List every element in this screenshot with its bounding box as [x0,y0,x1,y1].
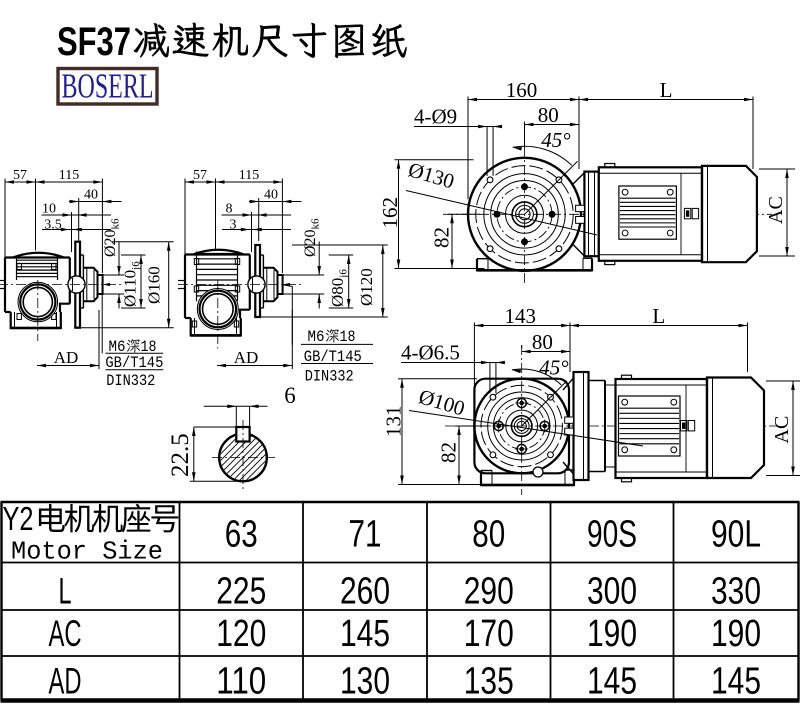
svg-text:4-Ø9: 4-Ø9 [414,105,457,129]
svg-text:AC: AC [771,416,793,444]
svg-text:190: 190 [587,613,637,655]
svg-text:AC: AC [49,613,82,654]
svg-text:145: 145 [587,661,637,703]
svg-text:L: L [652,304,665,328]
svg-text:80: 80 [472,514,505,556]
svg-text:18: 18 [340,328,356,346]
svg-text:SF37: SF37 [57,20,131,64]
svg-text:57: 57 [13,168,27,183]
svg-text:110: 110 [216,661,266,703]
svg-text:131: 131 [382,406,406,438]
svg-text:Y2: Y2 [3,500,34,537]
svg-text:Ø80j6: Ø80j6 [328,269,350,307]
svg-text:260: 260 [340,571,390,613]
svg-text:80: 80 [538,103,559,127]
svg-text:BOSERL: BOSERL [62,67,154,106]
svg-text:82: 82 [430,227,454,248]
svg-text:80: 80 [532,330,553,354]
svg-text:AD: AD [54,348,79,367]
svg-text:Ø160: Ø160 [145,266,164,304]
svg-text:AD: AD [234,348,259,367]
svg-text:135: 135 [464,661,514,703]
svg-text:6: 6 [284,383,296,408]
svg-text:8: 8 [226,202,233,217]
svg-text:330: 330 [711,571,761,613]
svg-text:M6: M6 [308,328,325,346]
svg-text:3.5: 3.5 [44,218,62,233]
svg-text:115: 115 [239,168,259,183]
svg-text:AC: AC [765,196,787,224]
svg-text:225: 225 [216,571,266,613]
svg-text:4-Ø6.5: 4-Ø6.5 [401,341,460,365]
svg-text:22.5: 22.5 [167,433,194,477]
svg-text:115: 115 [59,168,79,183]
svg-text:63: 63 [225,514,258,556]
svg-text:300: 300 [587,571,637,613]
svg-text:10: 10 [42,202,56,217]
svg-text:M6: M6 [109,338,126,356]
svg-text:145: 145 [340,613,390,655]
svg-text:GB/T145: GB/T145 [105,354,163,372]
svg-text:DIN332: DIN332 [305,368,354,386]
svg-text:71: 71 [349,514,382,556]
svg-text:40: 40 [264,188,278,203]
svg-text:L: L [59,571,72,612]
svg-text:AD: AD [49,661,82,702]
svg-text:162: 162 [378,197,402,229]
svg-text:Ø110j6: Ø110j6 [121,261,143,307]
svg-text:290: 290 [464,571,514,613]
svg-text:145: 145 [711,661,761,703]
svg-text:143: 143 [504,304,536,328]
svg-text:45°: 45° [541,128,571,152]
svg-text:130: 130 [340,661,390,703]
svg-text:82: 82 [437,442,461,463]
svg-text:Ø120: Ø120 [357,268,376,306]
svg-text:L: L [660,78,673,102]
svg-text:45°: 45° [539,356,569,380]
svg-text:DIN332: DIN332 [106,372,155,390]
svg-text:90L: 90L [711,514,761,556]
svg-text:GB/T145: GB/T145 [304,348,362,366]
svg-text:120: 120 [216,613,266,655]
svg-text:90S: 90S [587,514,637,556]
svg-text:190: 190 [711,613,761,655]
svg-text:160: 160 [506,78,538,102]
svg-text:57: 57 [193,168,207,183]
svg-text:40: 40 [84,188,98,203]
svg-text:170: 170 [464,613,514,655]
svg-text:18: 18 [141,338,157,356]
svg-text:3: 3 [230,218,237,233]
svg-text:Motor Size: Motor Size [11,537,163,567]
